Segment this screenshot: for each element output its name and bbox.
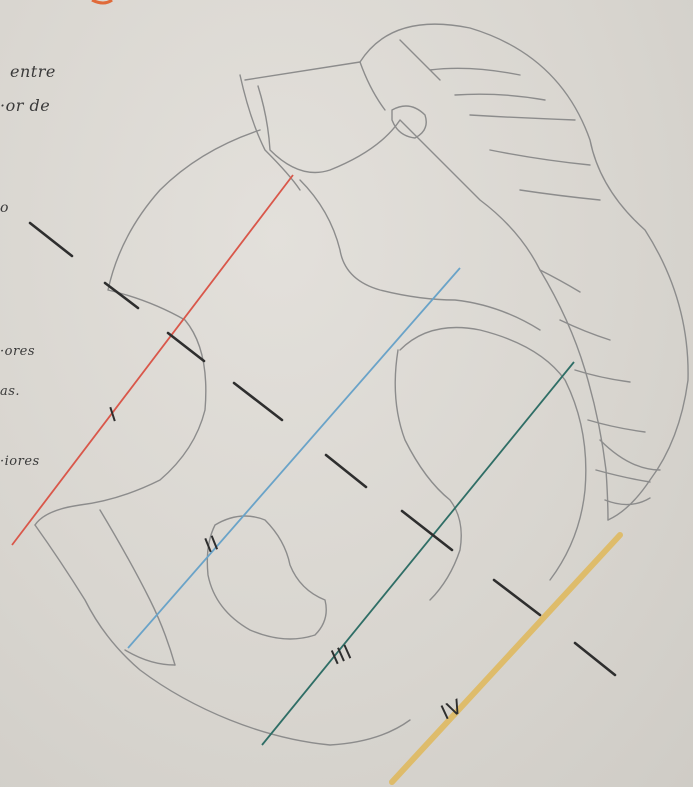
acetabulum [395, 350, 461, 600]
pubic-ramus [35, 525, 410, 745]
pelvic-axis-dashes [30, 223, 615, 675]
iliac-inner [300, 180, 540, 330]
sacrum-inner-edge [258, 86, 608, 520]
plane-line-2 [128, 268, 460, 648]
obturator-foramen [207, 516, 326, 639]
ilium-upper-curve [240, 75, 300, 190]
vertebra-notch [392, 106, 426, 138]
sacrum-outline [245, 24, 688, 520]
plane-line-1 [12, 175, 293, 545]
iliac-wing [35, 130, 260, 525]
coccyx-lines [600, 440, 660, 505]
ischial-line [100, 510, 175, 665]
plane-line-3 [262, 362, 574, 745]
plane-line-4 [392, 535, 620, 782]
vertebra-segments [360, 40, 600, 200]
header-red-stroke [92, 0, 112, 3]
sacral-foramina [540, 270, 650, 482]
plane-label-3: III [327, 639, 356, 669]
plane-label-4: IV [437, 694, 467, 725]
